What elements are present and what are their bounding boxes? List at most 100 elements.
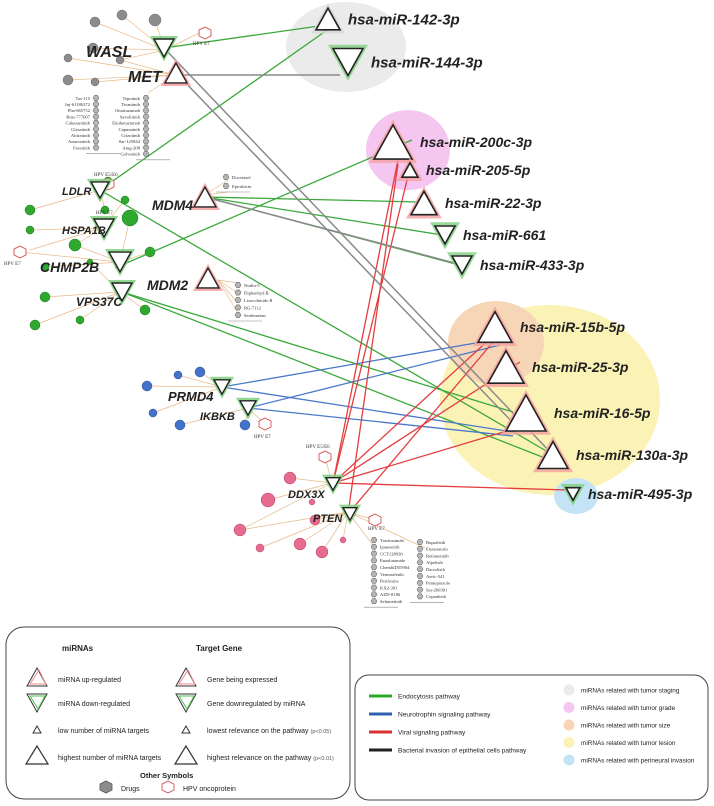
legend-pathways-box [354, 674, 709, 801]
drug-label: Refametinib [426, 553, 449, 558]
mirna-triangle-icon [314, 6, 342, 31]
drug-icon [142, 126, 150, 132]
mirna-label: hsa-miR-200c-3p [420, 134, 532, 150]
hpv-ddx-icon [318, 450, 332, 464]
gray-neighbor-nodes [62, 9, 162, 87]
gene-triangle-icon [341, 507, 359, 522]
legend-other-heading: Other Symbols [140, 771, 193, 780]
drug-icon [416, 539, 424, 545]
mirna-triangle-icon [486, 349, 526, 385]
drug-icon [370, 577, 378, 584]
group-label: miRNAs related with tumor grade [581, 705, 676, 712]
drug-label: Cabozantinib [66, 121, 91, 126]
hpv-pten-icon [368, 513, 382, 527]
drug-icon [92, 144, 100, 151]
drug-label: Trastuzumab [380, 538, 405, 543]
drug-label: Tas-115 [75, 96, 90, 101]
drug-column: TepotinibTivantinibOnartuzumabSavolitini… [112, 95, 170, 161]
drug-label: Emibetuzumab [112, 121, 141, 126]
legend-main-box [5, 626, 351, 800]
drug-icon [142, 144, 150, 151]
pink-neighbor-nodes [233, 471, 347, 559]
gene-node: WASL [86, 35, 179, 62]
mirna-node: hsa-miR-495-3p [560, 483, 693, 506]
legend-high-targets: highest number of miRNA targets [58, 755, 162, 762]
mirna-triangle-icon [450, 255, 474, 276]
drug-label: Dactolisib [426, 567, 446, 572]
mirna-label: hsa-miR-661 [463, 227, 546, 243]
drug-label: Bms-777607 [66, 114, 90, 119]
legend-low-targets: low number of miRNA targets [58, 728, 150, 735]
drug-icon [142, 101, 150, 108]
gene-label: PRMD4 [168, 389, 214, 404]
legend-mirnas-heading: miRNAs [62, 644, 94, 653]
drug-icon [416, 573, 424, 579]
drug-icon [234, 297, 242, 303]
drug-label: KX2-391 [380, 585, 398, 590]
drug-label: Pantoprazole [426, 581, 450, 586]
drug-icon [92, 132, 100, 139]
mirna-label: hsa-miR-142-3p [348, 11, 460, 28]
group-swatch [563, 702, 575, 713]
hpv-label: HPV E5/E6 [94, 173, 118, 178]
drug-label: Enzastaurin [426, 547, 448, 552]
mirna-label: hsa-miR-130a-3p [576, 447, 688, 463]
drug-icon [142, 132, 150, 139]
blue-neighbor-nodes [141, 366, 251, 431]
group-label: miRNAs related with tumor size [581, 723, 671, 730]
bacterial-links [163, 47, 554, 456]
drug-icon [416, 566, 424, 573]
mirna-triangle-icon [372, 123, 414, 160]
drug-icon [92, 119, 100, 126]
legend-mirna-up: miRNA up-regulated [58, 677, 121, 684]
mirna-label: hsa-miR-15b-5p [520, 319, 625, 335]
drug-column: Tas-115Jnj-61186372Pha-665752Bms-777607C… [65, 95, 120, 154]
mirna-node: hsa-miR-16-5p [500, 389, 651, 435]
gene-triangle-icon [92, 218, 116, 239]
legend-drugs: Drugs [121, 786, 140, 793]
mirna-node: hsa-miR-142-3p [310, 2, 460, 34]
drug-icon [92, 101, 100, 108]
group-swatch [563, 684, 575, 696]
gene-label: VPS37C [76, 295, 122, 309]
legend-highest-relevance: highest relevance on the pathway (p<0.01… [207, 755, 334, 762]
mirna-triangle-icon [536, 439, 570, 470]
drug-icon [370, 598, 378, 605]
gene-node: VPS37C [76, 279, 137, 309]
drug-icon [234, 282, 242, 288]
pathway-links [99, 24, 569, 515]
drug-label: Serdemetan [244, 313, 266, 318]
gene-triangle-icon [152, 38, 176, 59]
mirna-triangle-icon [331, 47, 365, 78]
gene-triangle-icon [107, 251, 133, 274]
drug-label: Diphenhyd B [244, 290, 269, 295]
legend-high-icon [24, 744, 50, 765]
mirna-label: hsa-miR-495-3p [588, 486, 693, 502]
drug-label: Golvatinib [120, 152, 140, 157]
drug-icon [370, 591, 378, 598]
drug-label: Selumetinib [380, 599, 403, 604]
hpv-label: HPV E7 [96, 211, 113, 216]
gene-nodes: WASLMETLDLRHSPA1BCHMP2BVPS37CMDM4MDM2PRM… [40, 35, 362, 525]
hpv-label: HPV E7 [193, 42, 210, 47]
gene-node: LDLR [62, 178, 114, 203]
group-swatch [563, 719, 575, 731]
gene-triangle-icon [110, 282, 134, 303]
gene-label: LDLR [62, 186, 91, 198]
drug-icon [222, 174, 230, 180]
gene-node: PRMD4 [168, 376, 235, 404]
drug-label: Alpelisib [426, 560, 444, 565]
legend-highest-icon [173, 744, 199, 765]
drug-icon [99, 780, 113, 794]
drug-label: Copanlisib [426, 594, 447, 599]
mirna-label: hsa-miR-433-3p [480, 257, 585, 273]
mirna-node: hsa-miR-25-3p [482, 345, 629, 387]
mirna-triangle-icon [400, 161, 420, 178]
drug-label: Foretinib [73, 145, 91, 150]
drug-icon [92, 138, 100, 145]
drug-icon [370, 543, 378, 550]
hpv-left-icon [13, 245, 27, 259]
